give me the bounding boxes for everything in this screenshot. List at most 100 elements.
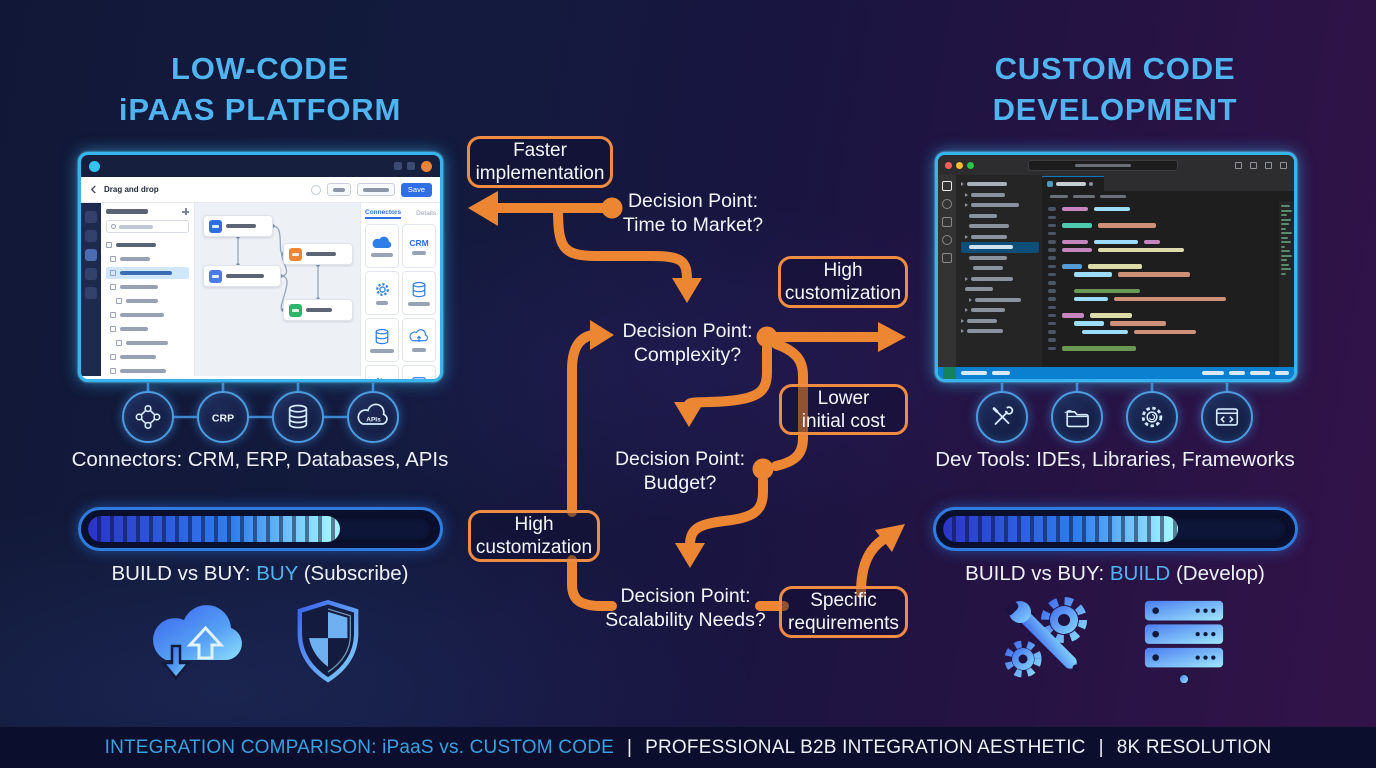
code-token-bar — [1062, 206, 1088, 212]
code-line — [1048, 221, 1279, 229]
tile-crm: CRM — [402, 224, 436, 268]
code-token-bar — [1062, 313, 1084, 318]
wrench-gear-icon — [1004, 597, 1087, 678]
ipaas-body: Connectors Details CRM — [81, 203, 440, 379]
circle-gear — [1126, 391, 1178, 443]
tab-connectors: Connectors — [365, 209, 402, 219]
code-token-bar — [1134, 329, 1196, 335]
panel-icon — [1265, 161, 1272, 169]
notifications-icon — [394, 162, 402, 170]
progress-track — [943, 516, 1288, 542]
close-traffic-light — [945, 161, 952, 169]
file-name-bar — [975, 297, 1021, 302]
security-shield-icon — [297, 599, 359, 683]
line-number-bar — [1048, 256, 1056, 260]
bvb-highlight: BUILD — [1109, 562, 1171, 585]
chevron-icon — [965, 234, 968, 239]
language-indicator-bar — [1275, 371, 1289, 375]
minimap-line-bar — [1281, 236, 1288, 239]
panel-tabs: Connectors Details — [365, 206, 436, 221]
line-number-bar — [1048, 272, 1056, 277]
right-title-line1: CUSTOM CODE — [994, 51, 1236, 86]
flow-title: Drag and drop — [104, 185, 159, 194]
tile-apis — [402, 318, 436, 362]
rail-home-icon — [85, 211, 97, 223]
settings-icon — [407, 162, 415, 170]
sidebar-toggle-icon — [1280, 161, 1287, 169]
outcome-faster-implementation: Faster implementation — [467, 136, 613, 188]
crm-text: CRM — [409, 237, 429, 248]
search-text-bar — [1074, 163, 1131, 167]
line-number-bar — [1048, 321, 1056, 326]
server-rack-icon — [1141, 600, 1228, 683]
decision-line: Decision Point: — [620, 585, 751, 607]
outcome-line: initial cost — [801, 410, 886, 432]
code-line — [1048, 230, 1279, 238]
item-label-bar — [116, 243, 156, 247]
tile-label-bar — [408, 301, 430, 306]
minimap-line-bar — [1281, 209, 1292, 212]
indent-indicator-bar — [1229, 371, 1245, 375]
minimap-line-bar — [1281, 227, 1286, 230]
help-icon — [310, 184, 321, 195]
flow-node-action — [203, 265, 281, 287]
item-icon — [116, 340, 122, 346]
circle-apis: APIs — [347, 391, 399, 443]
line-number-bar — [1048, 248, 1056, 252]
node-icon-orange — [289, 247, 302, 261]
node-label-bar — [226, 224, 256, 228]
item-label-bar — [126, 341, 168, 345]
sidebar-item — [106, 281, 189, 293]
sidebar-item — [106, 253, 189, 265]
decision-line: Scalability Needs? — [605, 609, 766, 631]
ipaas-logo-icon — [89, 160, 100, 172]
right-title-line2: DEVELOPMENT — [992, 92, 1238, 127]
chevron-icon — [961, 329, 964, 334]
chevron-icon — [965, 308, 968, 313]
outcome-specific-requirements: Specific requirements — [779, 586, 908, 638]
code-token-bar — [1074, 321, 1104, 326]
code-token-bar — [1110, 321, 1166, 326]
circle-code — [1201, 391, 1253, 443]
minimap-line-bar — [1281, 250, 1290, 252]
code-line — [1048, 238, 1279, 246]
code-line — [1048, 336, 1279, 344]
left-title: LOW-CODE iPAAS PLATFORM — [50, 48, 470, 130]
sidebar-header — [106, 208, 189, 215]
code-line — [1048, 262, 1279, 270]
footer-highlight: INTEGRATION COMPARISON: iPaaS vs. CUSTOM… — [104, 736, 614, 758]
rail-settings-icon — [85, 287, 97, 299]
file-name-bar — [971, 192, 1005, 197]
right-title: CUSTOM CODE DEVELOPMENT — [905, 48, 1325, 130]
file-name-bar — [969, 245, 1013, 250]
left-progress-bar — [78, 507, 443, 551]
item-icon — [110, 354, 116, 360]
sidebar-item — [106, 337, 189, 349]
item-icon — [106, 242, 112, 248]
file-row — [961, 326, 1042, 337]
recipes-sidebar — [101, 203, 195, 376]
rail-data-icon — [85, 268, 97, 280]
node-label-bar — [306, 308, 332, 312]
minimap-line-bar — [1281, 245, 1285, 248]
file-name-bar — [969, 255, 1007, 260]
sidebar-item — [106, 239, 189, 251]
active-file-tab — [1042, 176, 1104, 191]
chevron-icon — [965, 192, 968, 197]
crumb-bar — [1100, 194, 1126, 198]
connector-tiles: CRM — [365, 224, 436, 379]
chevron-icon — [965, 276, 968, 281]
decision-time-to-market: Decision Point: Time to Market? — [608, 189, 778, 237]
tile-erp — [365, 271, 399, 315]
footer-mid: PROFESSIONAL B2B INTEGRATION AESTHETIC — [645, 736, 1086, 758]
file-row — [961, 190, 1042, 201]
code-token-bar — [1088, 264, 1142, 269]
outcome-line: Faster — [513, 140, 567, 161]
code-token-bar — [1062, 346, 1136, 351]
cloud-upload-icon — [409, 328, 428, 342]
gears-icon — [375, 377, 383, 379]
item-label-bar — [120, 285, 158, 289]
code-editor — [1042, 175, 1294, 367]
left-title-line2: iPAAS PLATFORM — [118, 92, 402, 127]
flow-node-element — [283, 243, 353, 265]
